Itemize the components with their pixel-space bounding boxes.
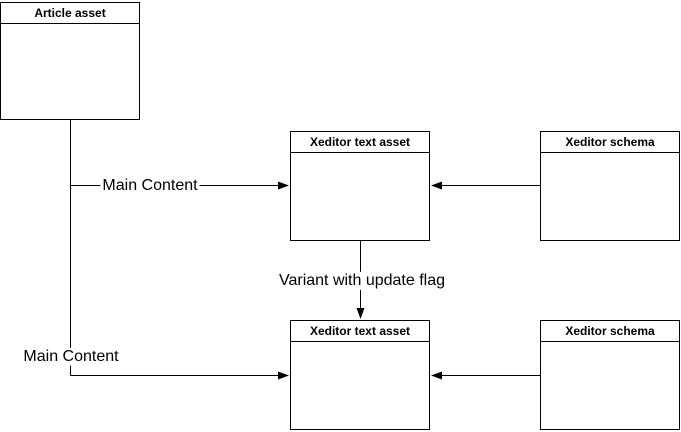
node-xeditor-schema-top-title: Xeditor schema — [541, 132, 679, 153]
node-article-asset: Article asset — [0, 2, 140, 120]
node-xeditor-text-asset-top-title: Xeditor text asset — [291, 132, 429, 153]
node-xeditor-schema-bottom-title: Xeditor schema — [541, 321, 679, 342]
node-xeditor-text-asset-bottom-title: Xeditor text asset — [291, 321, 429, 342]
node-xeditor-text-asset-top: Xeditor text asset — [290, 131, 430, 241]
node-xeditor-schema-top: Xeditor schema — [540, 131, 680, 241]
edge-label-variant-with-update-flag: Variant with update flag — [276, 271, 448, 291]
node-xeditor-schema-bottom: Xeditor schema — [540, 320, 680, 430]
node-xeditor-text-asset-bottom: Xeditor text asset — [290, 320, 430, 430]
node-article-asset-title: Article asset — [1, 3, 139, 24]
edge-label-main-content-top: Main Content — [100, 176, 200, 196]
edge-label-main-content-bottom: Main Content — [21, 347, 121, 367]
